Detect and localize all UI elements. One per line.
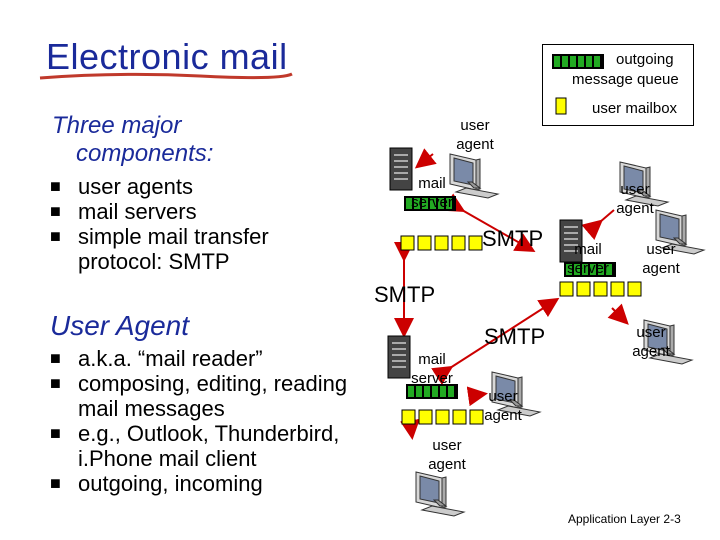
list-item-text: composing, editing, reading mail message… — [78, 371, 348, 421]
legend-queue-label-2: message queue — [572, 70, 679, 89]
section1-line1: Three major — [52, 112, 182, 139]
user-agent-right-top-label: user agent — [612, 180, 658, 218]
label-line: agent — [456, 136, 494, 153]
user-mailbox-icon — [555, 97, 567, 115]
page-title: Electronic mail — [46, 36, 288, 77]
bullet-icon: ■ — [50, 201, 61, 221]
list-item-text: mail servers — [78, 199, 197, 224]
section-heading-user-agent: User Agent — [50, 310, 190, 341]
user-agent-top-label: user agent — [452, 116, 498, 154]
bullet-icon: ■ — [50, 226, 61, 246]
list-item: ■ mail servers — [50, 199, 350, 224]
server-icon — [387, 335, 411, 379]
label-line: user — [620, 181, 650, 198]
smtp-label-bottom: SMTP — [484, 324, 546, 349]
footer: Application Layer 2-3 — [568, 512, 681, 526]
list-item-text: e.g., Outlook, Thunderbird, i.Phone mail… — [78, 421, 340, 471]
user-agent-right-bottom-label: user agent — [628, 323, 674, 361]
list-item-text: user agents — [78, 174, 193, 199]
mail-server-right-label: mail server — [564, 240, 612, 278]
user-agent-list: ■ a.k.a. “mail reader” ■ composing, editin… — [50, 346, 370, 496]
mailboxes-icon — [400, 235, 483, 251]
components-list: ■ user agents ■ mail servers ■ simple mail … — [50, 174, 350, 274]
link-server-top-server-right — [443, 193, 536, 252]
list-item: ■ e.g., Outlook, Thunderbird, i.Phone mai… — [50, 421, 370, 471]
bullet-icon: ■ — [50, 348, 61, 368]
label-line: agent — [642, 260, 680, 277]
mail-server-top-label: mail server — [408, 174, 456, 212]
list-item: ■ simple mail transfer protocol: SMTP — [50, 224, 350, 274]
list-item: ■ outgoing, incoming — [50, 471, 370, 496]
label-line: server — [411, 370, 453, 387]
section1-line2: components: — [76, 140, 214, 167]
legend-mailbox-label: user mailbox — [592, 99, 677, 118]
label-line: server — [567, 260, 609, 277]
computer-icon — [449, 153, 499, 199]
link-server-bottom-server-right — [431, 297, 560, 386]
bullet-icon: ■ — [50, 373, 61, 393]
legend-queue-line1: outgoing — [616, 51, 674, 68]
link-ua-right-top — [581, 209, 615, 241]
label-line: agent — [484, 407, 522, 424]
section-heading-components: Three major components: — [52, 112, 213, 168]
label-line: agent — [616, 200, 654, 217]
label-line: mail — [574, 241, 602, 258]
list-item-text: outgoing, incoming — [78, 471, 263, 496]
list-item: ■ user agents — [50, 174, 350, 199]
page-number: 2-3 — [663, 512, 681, 526]
mailboxes-icon — [401, 409, 484, 425]
list-item: ■ a.k.a. “mail reader” — [50, 346, 370, 371]
link-ua-right-bottom — [607, 303, 629, 325]
user-agent-right-mid-label: user agent — [638, 240, 684, 278]
bullet-icon: ■ — [50, 176, 61, 196]
list-item: ■ composing, editing, reading mail messag… — [50, 371, 370, 421]
legend-box — [542, 44, 694, 126]
legend-mailbox-text: user mailbox — [592, 100, 678, 117]
label-line: user — [488, 388, 518, 405]
user-agent-bottom-label: user agent — [424, 436, 470, 474]
legend-queue-line2: message queue — [572, 71, 679, 88]
link-ua-bottom-mid — [466, 386, 488, 407]
label-line: agent — [428, 456, 466, 473]
link-ua-top-server-top — [414, 148, 437, 169]
footer-label: Application Layer — [568, 512, 661, 526]
label-line: mail — [418, 351, 446, 368]
legend-queue-label: outgoing — [616, 50, 674, 69]
smtp-label-left: SMTP — [374, 282, 436, 307]
title-underline — [39, 72, 293, 80]
mail-server-bottom-label: mail server — [408, 350, 456, 388]
label-line: user — [460, 117, 490, 134]
label-line: user — [636, 324, 666, 341]
bullet-icon: ■ — [50, 473, 61, 493]
label-line: agent — [632, 343, 670, 360]
label-line: user — [646, 241, 676, 258]
label-line: user — [432, 437, 462, 454]
bullet-icon: ■ — [50, 423, 61, 443]
label-line: mail — [418, 175, 446, 192]
mailboxes-icon — [559, 281, 642, 297]
smtp-label-right: SMTP — [482, 226, 544, 251]
list-item-text: simple mail transfer protocol: SMTP — [78, 224, 269, 274]
label-line: server — [411, 194, 453, 211]
computer-icon — [415, 471, 465, 517]
user-agent-bottom-mid-label: user agent — [480, 387, 526, 425]
list-item-text: a.k.a. “mail reader” — [78, 346, 263, 371]
